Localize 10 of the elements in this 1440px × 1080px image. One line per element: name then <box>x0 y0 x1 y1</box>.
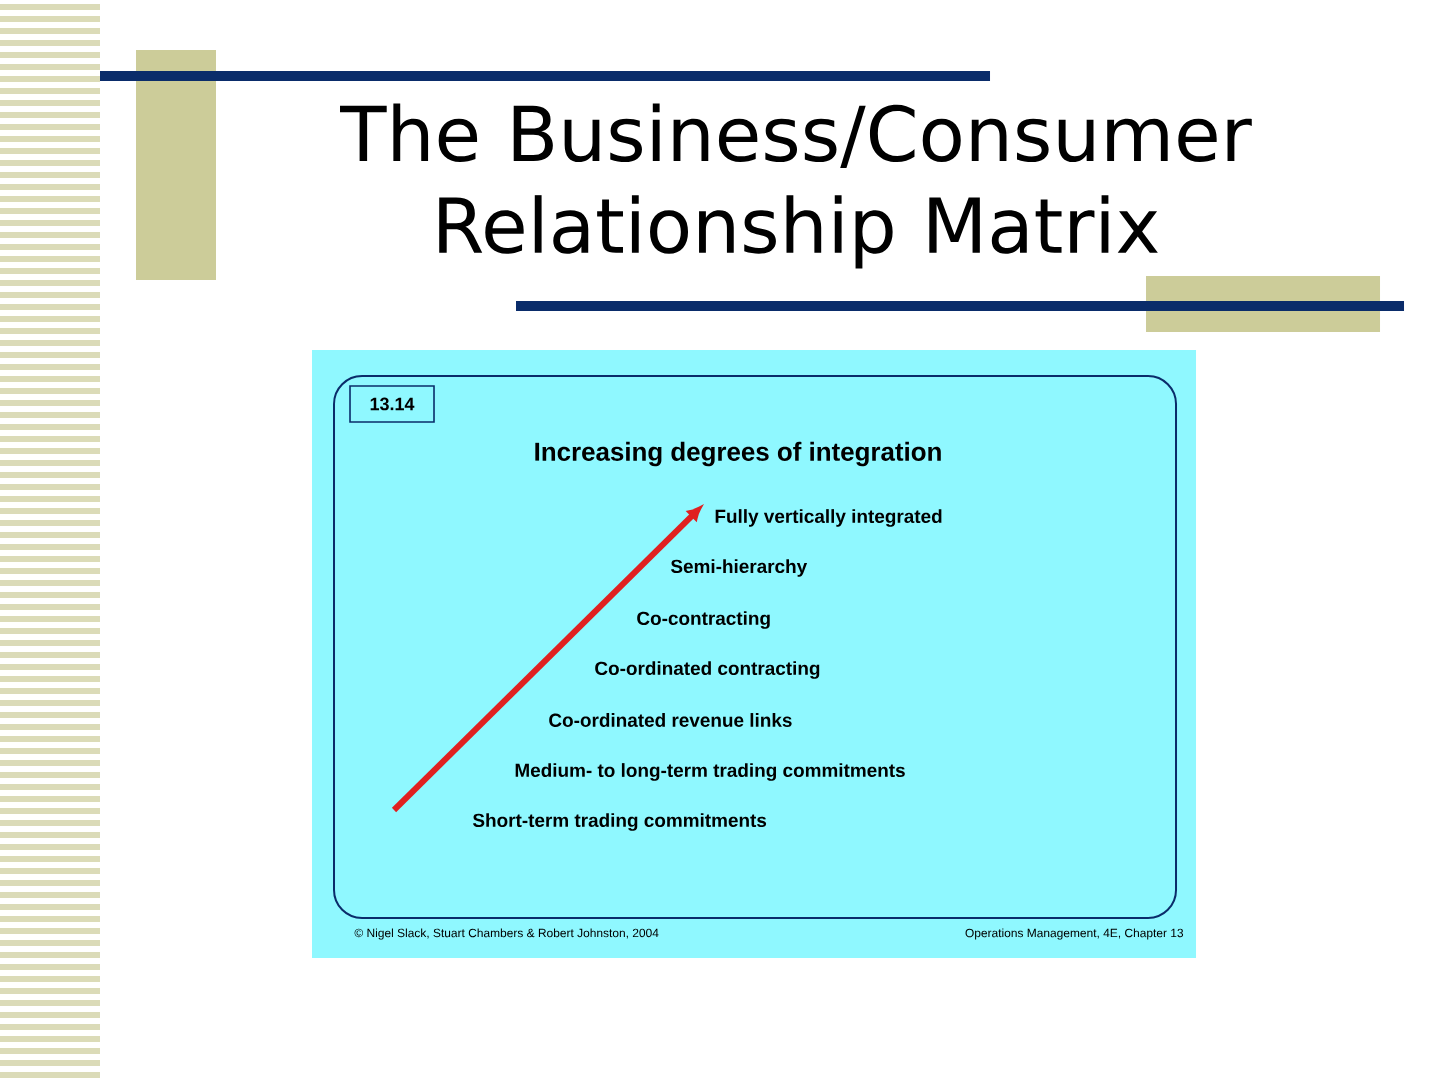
level-label: Short-term trading commitments <box>472 813 767 831</box>
level-label: Co-ordinated revenue links <box>549 713 792 727</box>
level-label: Medium- to long-term trading commitments <box>515 763 905 781</box>
title: The Business/Consumer Relationship Matrix <box>340 103 1252 269</box>
heading: Increasing degrees of integration <box>535 441 941 467</box>
figure-number-box: 13.14 <box>349 385 435 423</box>
level-label: Co-ordinated contracting <box>595 661 820 679</box>
level-label: Fully vertically integrated <box>715 509 942 527</box>
level-label: Co-contracting <box>637 611 770 629</box>
level-label: Semi-hierarchy <box>670 559 808 577</box>
